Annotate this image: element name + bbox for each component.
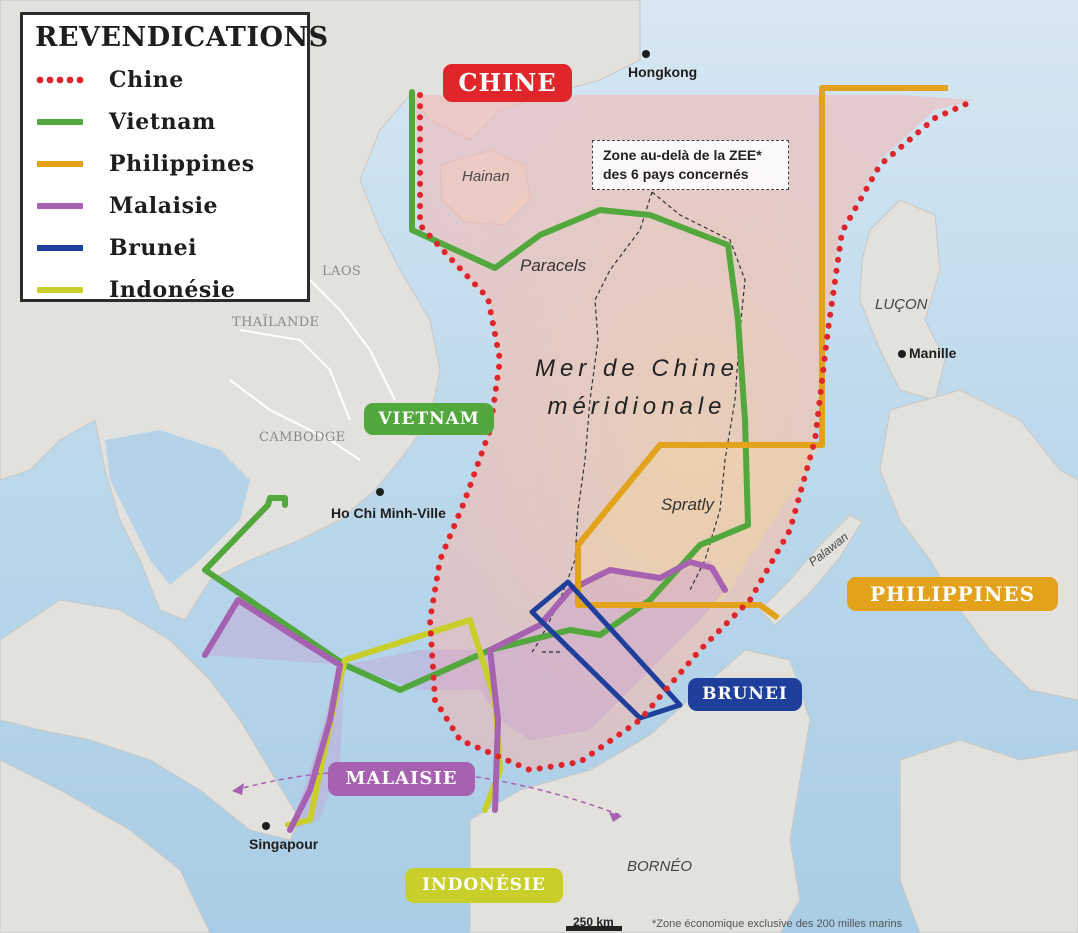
legend-line-icon [37, 119, 83, 125]
legend-item-5: Indonésie [35, 269, 297, 311]
zee-note-box: Zone au-delà de la ZEE* des 6 pays conce… [592, 140, 789, 190]
philippines-claim-line [575, 85, 948, 621]
badge-vietnam: VIETNAM [364, 403, 494, 435]
china-claim-zone [415, 95, 975, 770]
legend-item-0: Chine [35, 59, 297, 101]
badge-brunei: BRUNEI [688, 678, 802, 711]
scale-label: 250 km [573, 915, 614, 929]
city-dot-singapour [262, 822, 270, 830]
sea-name: Mer de Chine méridionale [512, 350, 762, 426]
label-hainan: Hainan [462, 168, 510, 185]
land-luzon [859, 199, 946, 401]
legend-swatch-4 [35, 242, 87, 254]
legend-swatch-0 [35, 74, 87, 86]
city-hochiminh: Ho Chi Minh-Ville [331, 505, 446, 521]
legend-swatch-1 [35, 116, 87, 128]
legend-dots-icon [36, 76, 84, 84]
land-malay-peninsula [0, 599, 301, 841]
land-sumatra [0, 759, 211, 933]
legend-label: Chine [109, 67, 184, 93]
label-paracels: Paracels [520, 256, 587, 275]
philippines-claim-zone [575, 88, 948, 605]
sea-name-line2: méridionale [547, 393, 727, 420]
legend-title: REVENDICATIONS [35, 22, 329, 53]
zee-note-line1: Zone au-delà de la ZEE* [603, 147, 762, 163]
legend-line-icon [37, 245, 83, 251]
city-hongkong: Hongkong [628, 64, 698, 80]
city-dot-hongkong [642, 50, 650, 58]
badge-malaisie: MALAISIE [328, 762, 475, 796]
arrow-head-right [609, 812, 622, 822]
scale-bar [566, 926, 622, 931]
legend-line-icon [37, 203, 83, 209]
legend-swatch-2 [35, 158, 87, 170]
legend-item-1: Vietnam [35, 101, 297, 143]
label-borneo: BORNÉO [627, 858, 693, 875]
legend-label: Philippines [109, 151, 255, 177]
city-singapour: Singapour [249, 836, 319, 852]
badge-indonesie: INDONÉSIE [405, 868, 563, 903]
land-visayas [879, 389, 1078, 701]
badge-philippines: PHILIPPINES [847, 577, 1058, 611]
legend-label: Brunei [109, 235, 198, 261]
footnote: *Zone économique exclusive des 200 mille… [652, 918, 903, 930]
legend-label: Malaisie [109, 193, 219, 219]
label-spratly: Spratly [661, 495, 714, 514]
zee-note-line2: des 6 pays concernés [603, 166, 749, 182]
legend-line-icon [37, 287, 83, 293]
label-thailande: THAÏLANDE [232, 315, 320, 330]
china-nine-dash-line [417, 92, 978, 774]
label-lucon: LUÇON [875, 296, 928, 313]
legend-line-icon [37, 161, 83, 167]
legend-swatch-5 [35, 284, 87, 296]
land-east-islands [899, 739, 1078, 933]
badge-chine: CHINE [443, 64, 572, 102]
legend-label: Vietnam [109, 109, 216, 135]
malaisie-claim-line [202, 559, 728, 833]
arrow-head-left [232, 783, 244, 795]
city-dot-manille [898, 350, 906, 358]
city-manille: Manille [909, 345, 957, 361]
label-laos: LAOS [322, 264, 362, 279]
legend-item-2: Philippines [35, 143, 297, 185]
legend-item-3: Malaisie [35, 185, 297, 227]
land-palawan [759, 514, 863, 626]
brunei-claim-line [529, 579, 683, 721]
legend-item-4: Brunei [35, 227, 297, 269]
city-dot-hochiminh [376, 488, 384, 496]
sea-name-line1: Mer de Chine [534, 355, 740, 382]
legend-swatch-3 [35, 200, 87, 212]
gulf-of-thailand [105, 430, 250, 585]
label-cambodge: CAMBODGE [259, 430, 346, 445]
legend-label: Indonésie [109, 277, 236, 303]
